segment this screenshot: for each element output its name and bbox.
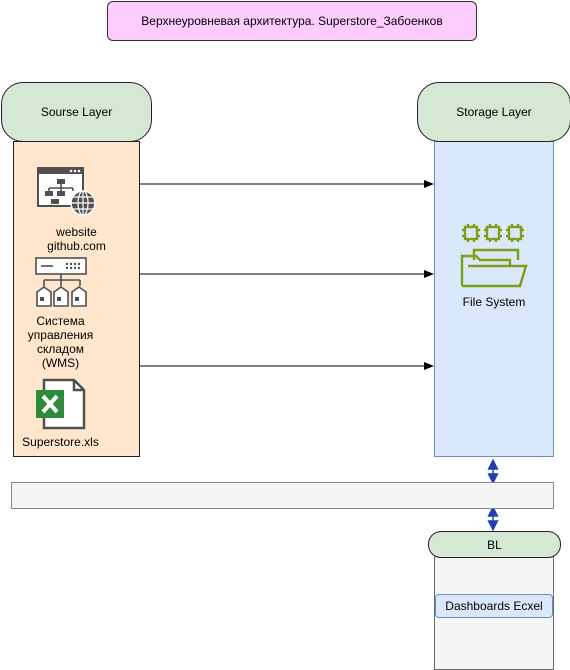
website-sitemap-icon — [37, 167, 96, 216]
bl-layer-header: BL — [428, 531, 561, 558]
file-system-label: File System — [462, 295, 526, 309]
source-layer-header: Sourse Layer — [1, 82, 152, 142]
file-system-icon — [460, 224, 528, 288]
storage-layer-body — [434, 141, 554, 457]
wms-label: Система управления складом (WMS) — [27, 314, 94, 370]
warehouse-network-icon — [35, 257, 87, 307]
excel-file-icon — [36, 378, 86, 430]
website-label: website github.com — [47, 225, 106, 253]
diagram-title: Верхнеуровневая архитектура. Superstore_… — [107, 1, 477, 41]
superstore-xls-label: Superstore.xls — [22, 435, 99, 449]
dashboards-excel-item: Dashboards Ecxel — [435, 594, 553, 618]
integration-bar — [11, 482, 554, 509]
storage-layer-header: Storage Layer — [417, 82, 570, 142]
